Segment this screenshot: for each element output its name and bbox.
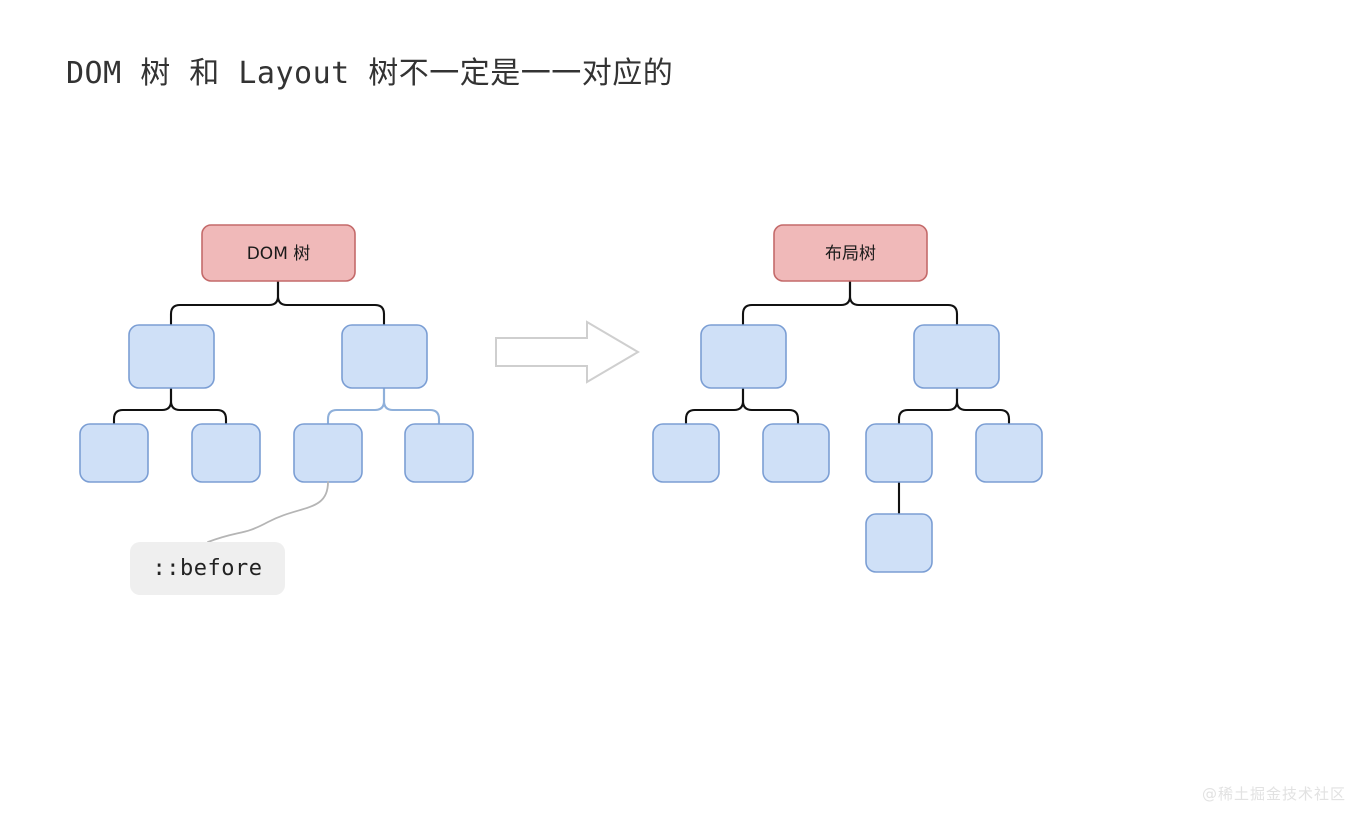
layout-node-leaf-1[interactable] (652, 423, 720, 483)
edge-layout-node2-to-leaf3 (897, 386, 959, 426)
dom-node-leaf-1[interactable] (79, 423, 149, 483)
edge-dom-node2-to-leaf4 (382, 386, 441, 426)
dom-node-leaf-2[interactable] (191, 423, 261, 483)
dom-tree-root-box (201, 224, 356, 282)
edge-dom-node1-to-leaf1 (112, 386, 173, 426)
edge-dom-node1-to-leaf2 (169, 386, 228, 426)
layout-node-level2-2[interactable] (913, 324, 1000, 389)
dom-node-leaf-4[interactable] (404, 423, 474, 483)
edge-dom-node2-to-leaf3 (326, 386, 386, 426)
layout-tree-group: 布局树 (652, 224, 1043, 573)
edge-layout-root-to-node1 (741, 279, 852, 327)
page-title: DOM 树 和 Layout 树不一定是一一对应的 (66, 56, 674, 91)
layout-node-pseudo-before[interactable] (865, 513, 933, 573)
layout-node-leaf-3[interactable] (865, 423, 933, 483)
dom-tree-root-node[interactable]: DOM 树 (201, 224, 356, 282)
layout-node-level2-1[interactable] (700, 324, 787, 389)
edge-layout-node1-to-leaf2 (741, 386, 800, 426)
callout-connector-line (207, 481, 329, 543)
dom-node-level2-2[interactable] (341, 324, 428, 389)
dom-node-level2-1[interactable] (128, 324, 215, 389)
layout-tree-root-label: 布局树 (825, 244, 876, 264)
callout-before-text: ::before (152, 556, 263, 581)
edge-layout-root-to-node2 (848, 279, 959, 327)
layout-node-leaf-2[interactable] (762, 423, 830, 483)
edge-layout-node2-to-leaf4 (955, 386, 1011, 426)
edge-dom-root-to-node1 (169, 279, 280, 327)
callout-before-label: ::before (130, 542, 285, 595)
transform-arrow-icon (495, 320, 640, 384)
watermark: @稀土掘金技术社区 (1201, 785, 1346, 803)
edge-dom-root-to-node2 (276, 279, 386, 327)
edge-layout-node1-to-leaf1 (684, 386, 745, 426)
dom-tree-group: DOM 树 (79, 224, 474, 483)
layout-tree-root-box (773, 224, 928, 282)
layout-tree-root-node[interactable]: 布局树 (773, 224, 928, 282)
dom-node-leaf-3-before[interactable] (293, 423, 363, 483)
dom-tree-root-label: DOM 树 (247, 244, 311, 264)
layout-node-leaf-4[interactable] (975, 423, 1043, 483)
